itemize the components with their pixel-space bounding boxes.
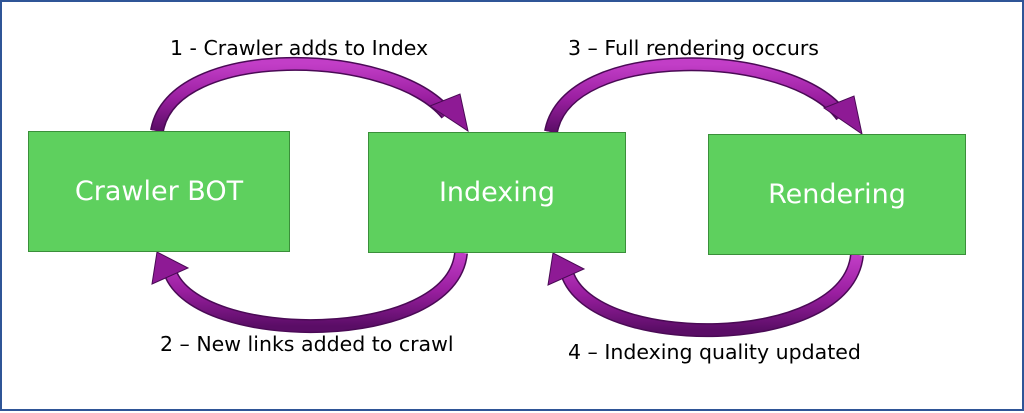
node-rendering: Rendering: [708, 134, 966, 255]
edge-label-step-3: 3 – Full rendering occurs: [568, 36, 819, 60]
arrow-indexing-to-crawler: [151, 251, 468, 334]
arrow-crawler-to-indexing: [150, 57, 469, 133]
node-indexing: Indexing: [368, 132, 626, 253]
node-rendering-label: Rendering: [768, 179, 906, 210]
edge-label-step-2: 2 – New links added to crawl: [160, 332, 454, 356]
edge-label-step-1: 1 - Crawler adds to Index: [170, 36, 429, 60]
node-indexing-label: Indexing: [438, 177, 556, 208]
node-crawler-bot: Crawler BOT: [28, 131, 290, 252]
arrow-rendering-to-indexing: [547, 252, 864, 338]
node-crawler-bot-label: Crawler BOT: [74, 176, 244, 207]
arrow-indexing-to-rendering: [544, 57, 863, 136]
edge-label-step-4: 4 – Indexing quality updated: [568, 340, 861, 364]
